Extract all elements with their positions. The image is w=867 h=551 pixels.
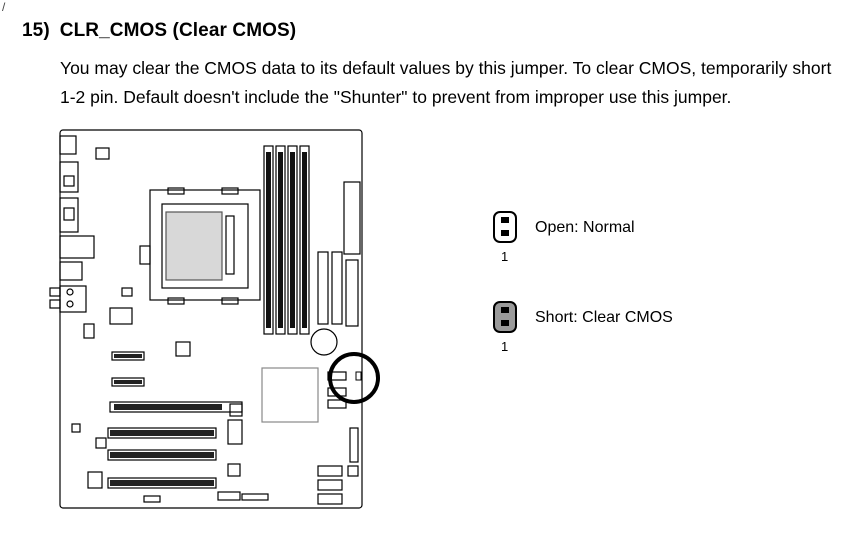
description-paragraph: You may clear the CMOS data to its defau…: [60, 54, 831, 112]
description-line-2: 1-2 pin. Default doesn't include the "Sh…: [60, 87, 732, 107]
open-jumper-icon: [493, 211, 517, 243]
board-outline: [59, 129, 363, 509]
section-title: CLR_CMOS (Clear CMOS): [59, 20, 297, 41]
short-jumper-icon: [493, 301, 517, 333]
short-pin-label: 1: [501, 339, 509, 354]
legend-open: 1 Open: Normal: [492, 210, 852, 270]
clr-cmos-location: [328, 352, 380, 404]
motherboard-diagram: [49, 129, 380, 509]
legend-short: 1 Short: Clear CMOS: [492, 300, 852, 360]
open-pin-label: 1: [501, 249, 509, 264]
description-line-1: You may clear the CMOS data to its defau…: [60, 58, 832, 78]
short-legend-text: Short: Clear CMOS: [535, 309, 673, 326]
open-legend-text: Open: Normal: [535, 219, 635, 236]
section-heading: 15) CLR_CMOS (Clear CMOS): [22, 20, 296, 42]
section-number: 15): [22, 20, 50, 41]
corner-mark: /: [2, 0, 6, 14]
